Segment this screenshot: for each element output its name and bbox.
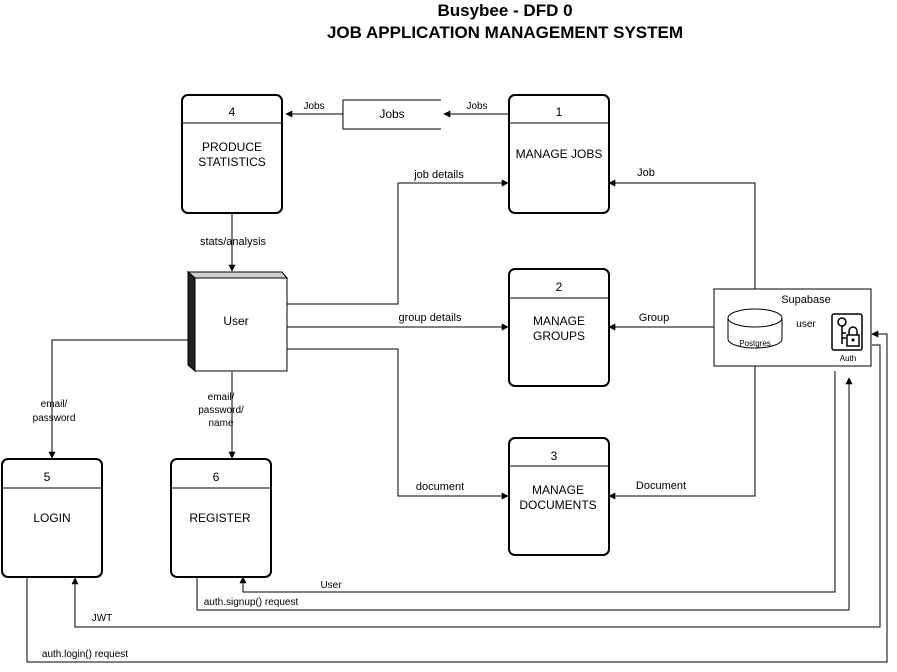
label-user-return: User bbox=[320, 580, 342, 591]
flow-auth-to-p6 bbox=[239, 371, 836, 593]
process-2-label-line1: MANAGE bbox=[533, 314, 585, 328]
label-user-auth: user bbox=[796, 319, 816, 330]
process-6-register: 6 REGISTER bbox=[170, 458, 272, 578]
auth-label: Auth bbox=[840, 354, 856, 363]
label-document-db: Document bbox=[636, 480, 686, 492]
flow-user-to-p5 bbox=[48, 339, 188, 459]
label-login-creds-2: password bbox=[33, 413, 76, 424]
process-5-number: 5 bbox=[44, 470, 51, 484]
process-2-label-line2: GROUPS bbox=[533, 329, 585, 343]
label-jwt: JWT bbox=[92, 613, 113, 624]
process-4-number: 4 bbox=[229, 105, 236, 119]
supabase-label: Supabase bbox=[781, 294, 831, 306]
process-3-label-line1: MANAGE bbox=[532, 483, 584, 497]
process-5-login: 5 LOGIN bbox=[1, 458, 103, 578]
process-4-label-line1: PRODUCE bbox=[202, 140, 262, 154]
process-6-label: REGISTER bbox=[189, 511, 251, 525]
flow-p1-postgres bbox=[608, 179, 759, 308]
process-1-label: MANAGE JOBS bbox=[516, 147, 603, 161]
label-register-creds-1: email/ bbox=[208, 392, 235, 403]
flow-p5-to-supabase bbox=[26, 330, 888, 663]
postgres-label: Postgres bbox=[739, 339, 771, 348]
flow-user-to-p1 bbox=[287, 179, 509, 305]
process-3-manage-documents: 3 MANAGE DOCUMENTS bbox=[508, 437, 610, 556]
label-document: document bbox=[416, 481, 464, 493]
label-stats-analysis: stats/analysis bbox=[200, 236, 267, 248]
datastore-jobs-label: Jobs bbox=[379, 107, 404, 121]
label-signup-request: auth.signup() request bbox=[204, 597, 299, 608]
label-group-details: group details bbox=[399, 312, 462, 324]
auth-lock-key-icon: Auth bbox=[831, 313, 863, 363]
process-6-number: 6 bbox=[213, 470, 220, 484]
label-jobs-to-store: Jobs bbox=[466, 101, 487, 112]
process-3-number: 3 bbox=[551, 449, 558, 463]
process-3-label-line2: DOCUMENTS bbox=[519, 498, 596, 512]
flow-p3-postgres bbox=[608, 349, 759, 500]
label-login-creds-1: email/ bbox=[41, 399, 68, 410]
process-4-label-line2: STATISTICS bbox=[198, 155, 266, 169]
process-1-manage-jobs: 1 MANAGE JOBS bbox=[508, 94, 610, 214]
process-4-produce-statistics: 4 PRODUCE STATISTICS bbox=[181, 94, 283, 214]
flow-p6-to-auth bbox=[196, 377, 853, 611]
supabase-container: Supabase Postgres Auth bbox=[713, 288, 872, 367]
process-1-number: 1 bbox=[556, 105, 563, 119]
flow-supabase-to-p5 bbox=[71, 344, 881, 628]
flow-user-to-p3 bbox=[287, 348, 509, 500]
label-job: Job bbox=[637, 167, 655, 179]
label-store-to-stats: Jobs bbox=[303, 101, 324, 112]
postgres-database-icon: Postgres bbox=[727, 308, 783, 349]
diagram-subtitle: JOB APPLICATION MANAGEMENT SYSTEM bbox=[327, 23, 683, 42]
label-register-creds-2: password/ bbox=[198, 405, 244, 416]
label-register-creds-3: name bbox=[208, 418, 233, 429]
label-login-request: auth.login() request bbox=[42, 649, 128, 660]
label-job-details: job details bbox=[413, 169, 464, 181]
entity-user: User bbox=[186, 270, 289, 373]
process-2-manage-groups: 2 MANAGE GROUPS bbox=[508, 268, 610, 387]
entity-user-label: User bbox=[223, 314, 248, 328]
label-group: Group bbox=[639, 312, 670, 324]
process-2-number: 2 bbox=[556, 280, 563, 294]
process-5-label: LOGIN bbox=[33, 511, 70, 525]
diagram-title: Busybee - DFD 0 bbox=[437, 1, 572, 20]
datastore-jobs: Jobs bbox=[342, 99, 441, 130]
